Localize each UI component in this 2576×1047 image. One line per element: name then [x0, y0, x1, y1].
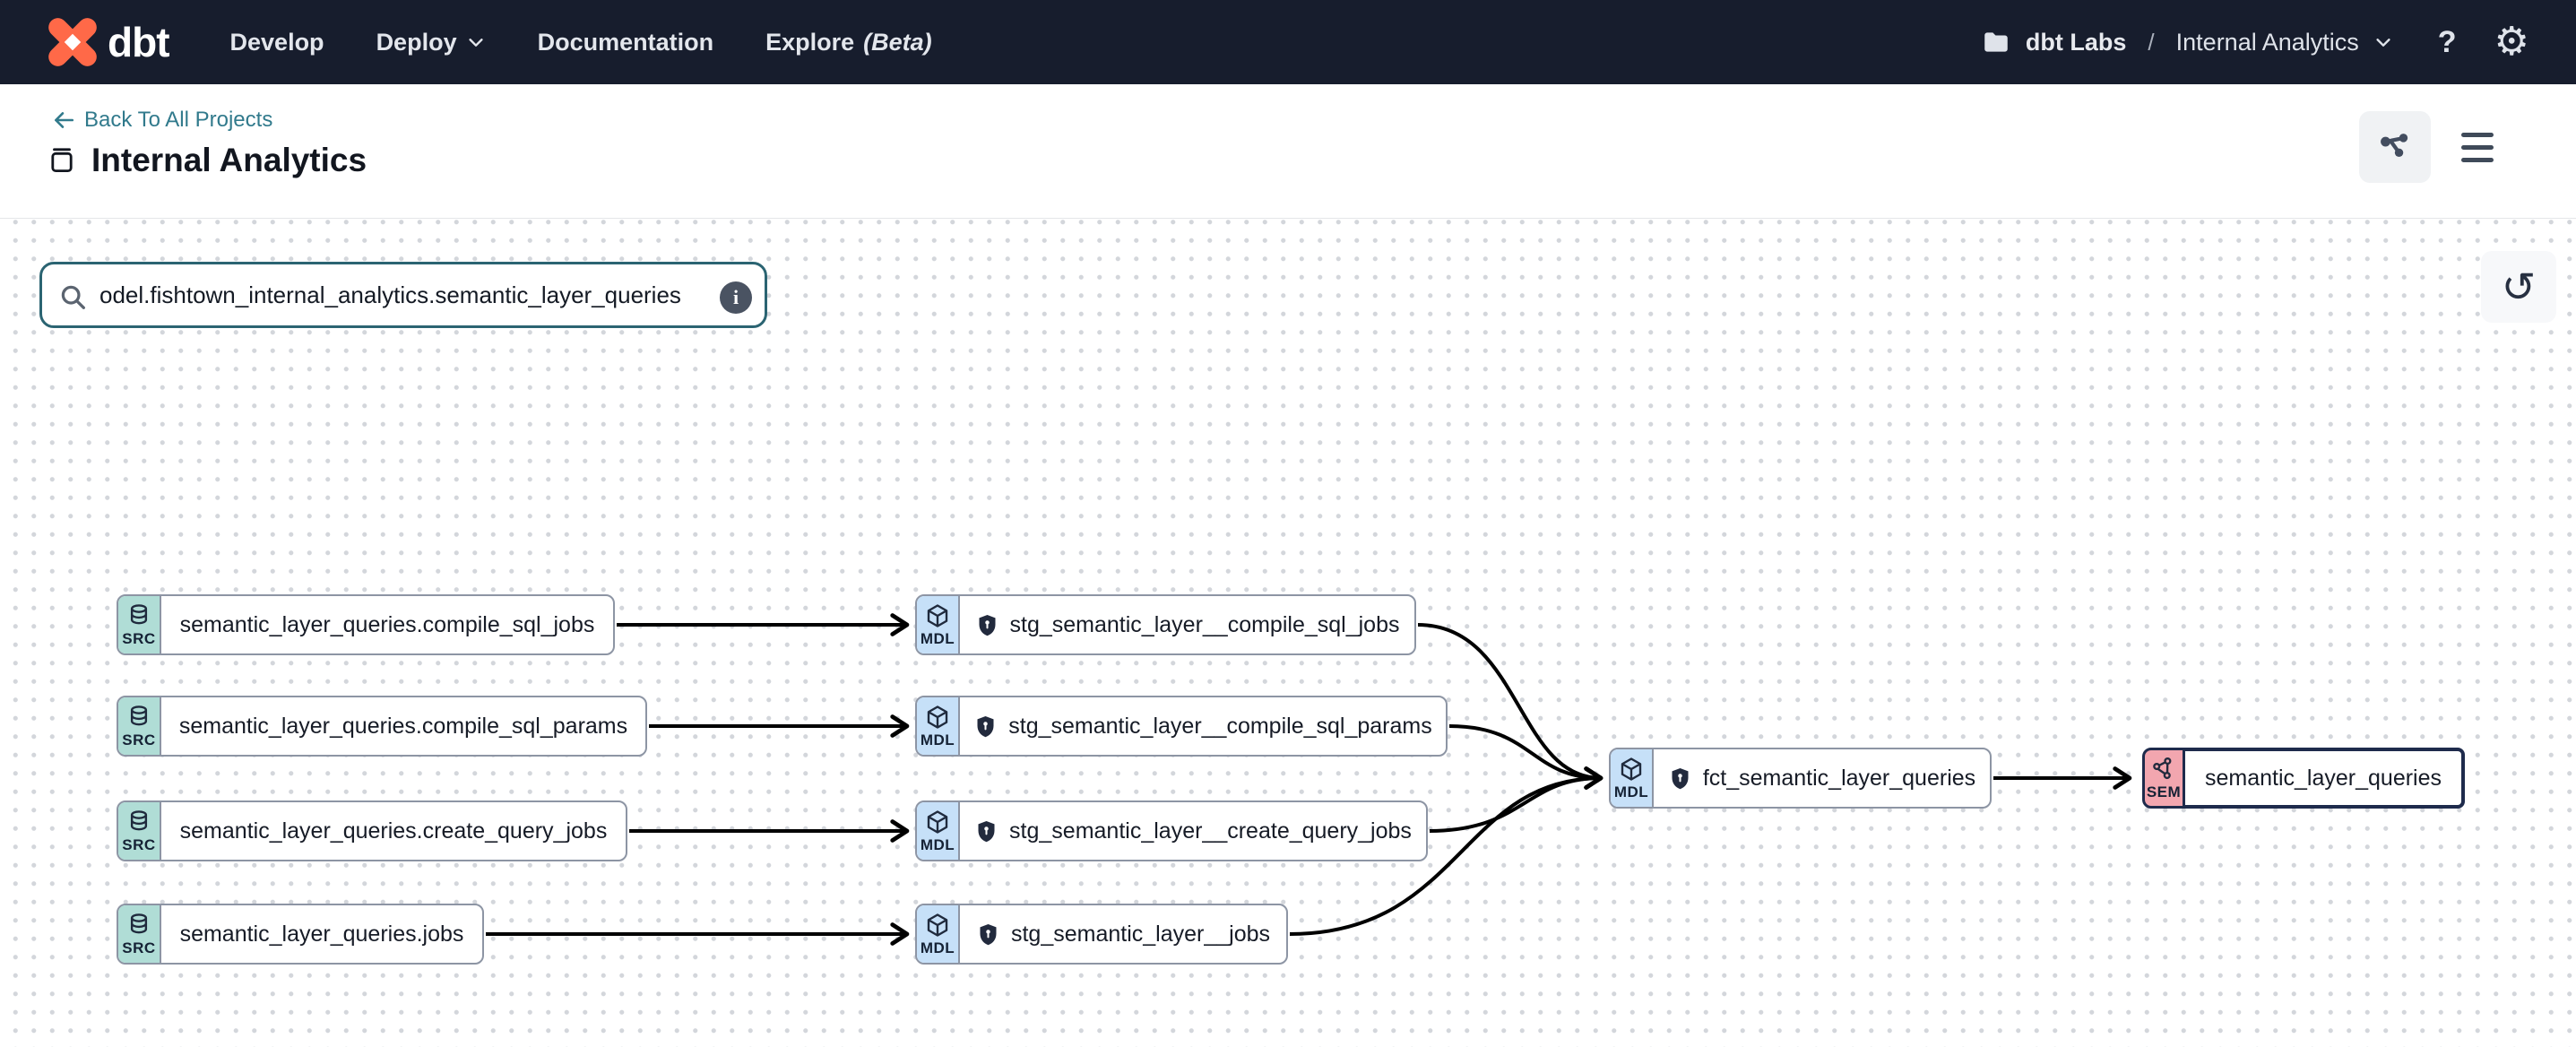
- model-badge: MDL: [917, 697, 960, 755]
- model-badge: MDL: [917, 596, 960, 653]
- cube-icon: [924, 912, 951, 939]
- dbt-logo[interactable]: dbt: [47, 16, 170, 68]
- shield-lock-icon: [973, 714, 998, 739]
- reset-rotate-icon: ↺: [2501, 264, 2537, 310]
- search-input[interactable]: [42, 264, 765, 325]
- lineage-node-src-compile-sql-jobs[interactable]: SRC semantic_layer_queries.compile_sql_j…: [117, 594, 615, 655]
- gear-icon[interactable]: ⚙: [2494, 20, 2529, 64]
- semantic-model-badge: SEM: [2142, 748, 2185, 809]
- hamburger-menu-icon[interactable]: [2461, 132, 2494, 162]
- node-label: stg_semantic_layer__jobs: [1010, 921, 1271, 947]
- lineage-node-src-jobs[interactable]: SRC semantic_layer_queries.jobs: [117, 904, 484, 965]
- project-selector[interactable]: Internal Analytics: [2175, 28, 2359, 56]
- node-label: semantic_layer_queries.jobs: [179, 921, 464, 947]
- nav-item-deploy[interactable]: Deploy: [376, 29, 486, 56]
- lineage-node-fct-semantic-layer-queries[interactable]: MDL fct_semantic_layer_queries: [1609, 748, 1992, 809]
- node-label: semantic_layer_queries.compile_sql_param…: [178, 713, 628, 739]
- shield-lock-icon: [975, 613, 999, 637]
- lineage-graph-icon: [2381, 134, 2408, 158]
- edge: [1417, 623, 1604, 790]
- node-label: semantic_layer_queries.create_query_jobs: [179, 818, 608, 844]
- database-icon: [125, 809, 152, 835]
- node-label: semantic_layer_queries.compile_sql_jobs: [179, 611, 595, 637]
- breadcrumb-separator: /: [2148, 28, 2155, 56]
- model-badge: MDL: [917, 905, 960, 963]
- node-label: stg_semantic_layer__create_query_jobs: [1009, 818, 1412, 844]
- reset-view-button[interactable]: ↺: [2481, 251, 2556, 323]
- lineage-node-stg-jobs[interactable]: MDL stg_semantic_layer__jobs: [915, 904, 1288, 965]
- lineage-node-src-create-query-jobs[interactable]: SRC semantic_layer_queries.create_query_…: [117, 800, 627, 861]
- main-menu: Develop Deploy Documentation Explore (Be…: [230, 29, 932, 56]
- lineage-view-button[interactable]: [2359, 111, 2431, 183]
- source-badge: SRC: [118, 697, 161, 755]
- header-actions: [2359, 111, 2494, 183]
- source-badge: SRC: [118, 905, 161, 963]
- nav-item-develop[interactable]: Develop: [229, 28, 324, 56]
- model-badge: MDL: [1611, 749, 1654, 807]
- node-label: semantic_layer_queries: [2204, 765, 2442, 791]
- chevron-down-icon: [468, 39, 483, 47]
- account-name[interactable]: dbt Labs: [2025, 28, 2127, 56]
- lineage-node-src-compile-sql-params[interactable]: SRC semantic_layer_queries.compile_sql_p…: [117, 696, 647, 757]
- database-icon: [125, 704, 152, 731]
- dbt-logo-icon: [48, 18, 97, 66]
- nav-item-explore[interactable]: Explore (Beta): [765, 28, 932, 56]
- beta-tag: (Beta): [863, 28, 932, 56]
- node-label: fct_semantic_layer_queries: [1702, 765, 1976, 791]
- arrow-left-icon: [55, 112, 74, 128]
- folder-icon: [1984, 32, 2008, 52]
- lineage-edges: [486, 613, 2132, 946]
- info-icon[interactable]: i: [720, 281, 752, 314]
- lineage-search: i: [39, 262, 767, 328]
- semantic-triangle-icon: [2150, 756, 2177, 783]
- database-icon: [125, 602, 152, 629]
- edge: [1448, 724, 1604, 790]
- lineage-node-stg-create-query-jobs[interactable]: MDL stg_semantic_layer__create_query_job…: [915, 800, 1428, 861]
- shield-lock-icon: [1668, 766, 1692, 791]
- archive-box-icon: [51, 148, 73, 173]
- lineage-node-semantic-layer-queries[interactable]: SEM semantic_layer_queries: [2142, 748, 2465, 809]
- lineage-node-stg-compile-sql-params[interactable]: MDL stg_semantic_layer__compile_sql_para…: [915, 696, 1448, 757]
- model-badge: MDL: [917, 802, 960, 860]
- back-to-projects-link[interactable]: Back To All Projects: [52, 108, 272, 133]
- brand-name: dbt: [108, 19, 170, 65]
- node-label: stg_semantic_layer__compile_sql_params: [1008, 713, 1432, 739]
- shield-lock-icon: [976, 922, 1000, 947]
- cube-icon: [924, 602, 951, 629]
- cube-icon: [924, 809, 951, 835]
- cube-icon: [1618, 756, 1645, 783]
- cube-icon: [924, 704, 951, 731]
- node-label: stg_semantic_layer__compile_sql_jobs: [1009, 611, 1400, 637]
- chevron-down-icon[interactable]: [2373, 32, 2393, 52]
- database-icon: [125, 912, 152, 939]
- lineage-canvas[interactable]: i ↺ SRC semantic_layer_queries.compi: [0, 218, 2576, 1047]
- source-badge: SRC: [118, 596, 161, 653]
- page-header: Back To All Projects Internal Analytics: [0, 84, 2576, 218]
- top-navbar: dbt Develop Deploy Documentation Explore…: [0, 0, 2576, 84]
- page-title: Internal Analytics: [47, 142, 367, 179]
- shield-lock-icon: [974, 819, 998, 844]
- nav-item-documentation[interactable]: Documentation: [537, 28, 714, 56]
- source-badge: SRC: [118, 802, 161, 860]
- edge: [1289, 766, 1604, 936]
- lineage-node-stg-compile-sql-jobs[interactable]: MDL stg_semantic_layer__compile_sql_jobs: [915, 594, 1416, 655]
- help-icon[interactable]: ?: [2437, 24, 2457, 59]
- navbar-right: dbt Labs / Internal Analytics ? ⚙: [1981, 22, 2529, 62]
